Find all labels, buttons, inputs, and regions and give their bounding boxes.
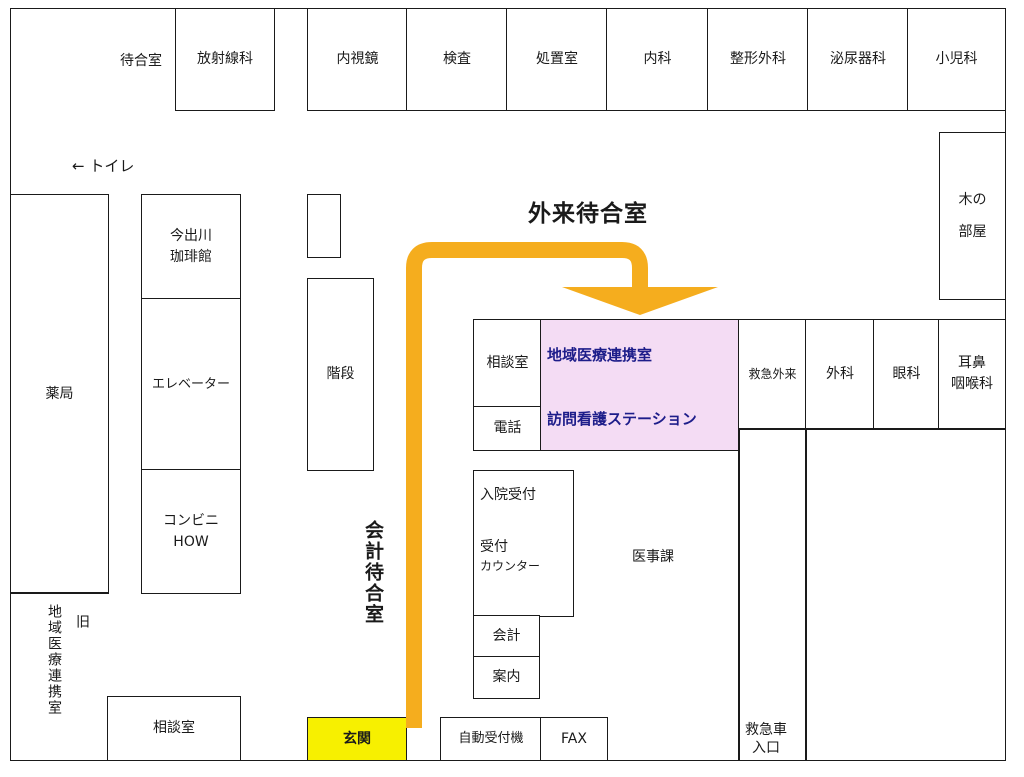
wall-line [805, 428, 807, 761]
pillar [307, 194, 341, 258]
fax-machine: FAX [540, 717, 608, 761]
surgery-room: 外科 [805, 319, 875, 429]
stairs-room: 階段 [307, 278, 374, 471]
endoscopy-room: 内視鏡 [307, 8, 408, 111]
phone-room: 電話 [473, 406, 542, 451]
wall-line [738, 428, 1006, 430]
consultation-room-2: 相談室 [107, 696, 241, 761]
urology-room: 泌尿器科 [807, 8, 909, 111]
pediatrics-room: 小児科 [907, 8, 1006, 111]
old-label: 旧 [74, 614, 90, 630]
medical-affairs-area: 医事課 [632, 549, 674, 565]
accounting-waiting-area: 会計待合室 [362, 520, 384, 625]
ophthalmology-room: 眼科 [873, 319, 940, 429]
waiting-room-small: 待合室 [120, 53, 162, 69]
accounting-room: 会計 [473, 615, 540, 658]
counter-label: カウンター [480, 559, 541, 573]
information-room: 案内 [473, 656, 540, 699]
regional-medical-liaison-room: 地域医療連携室 訪問看護ステーション [540, 319, 740, 451]
main-entrance: 玄関 [307, 717, 407, 761]
emergency-outpatient-room: 救急外来 [738, 319, 807, 429]
radiology-room: 放射線科 [175, 8, 275, 111]
reception-counter: 入院受付 受付 カウンター [473, 470, 574, 617]
kinoheya-room: 木の 部屋 [939, 132, 1006, 300]
ambulance-entrance: 救急車 入口 [745, 722, 787, 756]
treatment-room: 処置室 [506, 8, 608, 111]
cafe-room: 今出川 珈琲館 [141, 194, 241, 300]
pharmacy-room: 薬局 [10, 194, 109, 594]
wall-line [10, 592, 109, 594]
old-regional-liaison-room: 地域医療連携室 [46, 604, 62, 716]
auto-reception-machine: 自動受付機 [440, 717, 542, 761]
regional-office-label: 地域医療連携室 [547, 346, 653, 364]
internal-medicine-room: 内科 [606, 8, 709, 111]
toilet-direction: ← トイレ [72, 157, 135, 175]
outpatient-waiting-area: 外来待合室 [528, 201, 648, 227]
elevator-room: エレベーター [141, 298, 241, 471]
admission-label: 入院受付 [480, 487, 536, 503]
visiting-nurse-label: 訪問看護ステーション [547, 410, 697, 428]
reception-label: 受付 [480, 539, 508, 555]
consultation-room-1: 相談室 [473, 319, 542, 408]
exam-room: 検査 [406, 8, 508, 111]
convenience-store: コンビニ HOW [141, 469, 241, 594]
ent-room: 耳鼻 咽喉科 [938, 319, 1006, 429]
orthopedics-room: 整形外科 [707, 8, 809, 111]
wall-line [738, 428, 740, 761]
